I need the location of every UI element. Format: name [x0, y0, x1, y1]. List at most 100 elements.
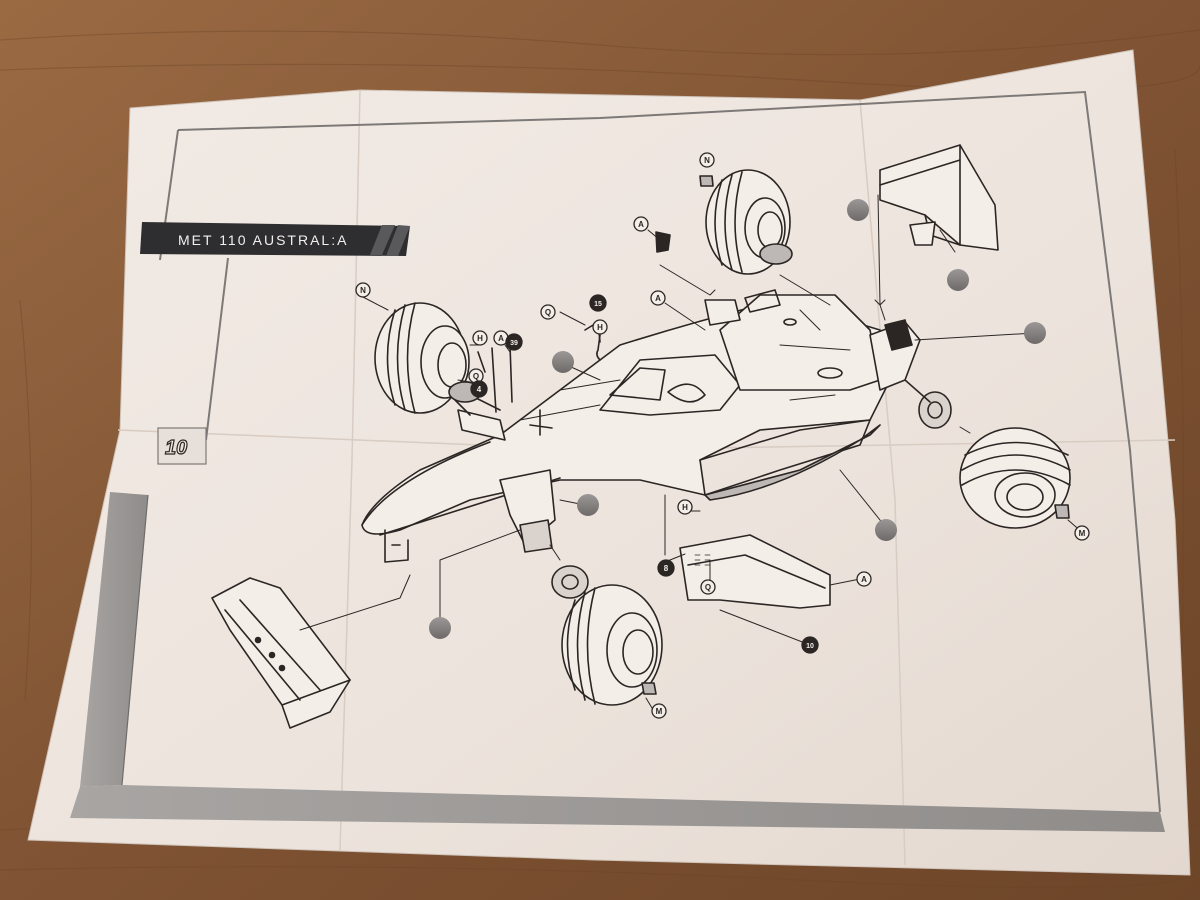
callout-Q: Q	[700, 579, 716, 595]
roll-hoop	[744, 289, 781, 313]
paint-dot	[875, 519, 897, 541]
callout-circle	[657, 559, 675, 577]
rear-wing	[879, 144, 999, 251]
callout-circle	[651, 703, 667, 719]
callout-label: 39	[510, 340, 518, 347]
callout-label: Q	[545, 308, 551, 317]
callout-circle	[505, 333, 523, 351]
callout-label: A	[498, 334, 504, 343]
side-deflector	[679, 534, 831, 609]
callout-circle	[472, 330, 488, 346]
title-banner	[140, 222, 410, 256]
rear-right-wheel	[959, 427, 1071, 529]
title-banner-text: MET 110 AUSTRAL:A	[178, 232, 348, 248]
callout-circle	[355, 282, 371, 298]
frame-band-left	[80, 492, 148, 787]
callout-circle	[801, 636, 819, 654]
callout-layer: N N A A A A H H H Q Q Q M M 15 39 4 8 10	[355, 152, 1090, 719]
callout-circle	[856, 571, 872, 587]
body-panel-lines	[519, 309, 851, 421]
callout-A: A	[650, 290, 666, 306]
callout-label: H	[597, 323, 603, 332]
callout-circle	[470, 380, 488, 398]
callout-label: H	[477, 334, 483, 343]
rear-right-hub	[927, 401, 943, 419]
front-upright	[519, 519, 553, 553]
callout-circle	[699, 152, 715, 168]
paint-dot	[847, 199, 869, 221]
callout-Q: Q	[468, 368, 484, 384]
callout-N: N	[355, 282, 371, 298]
rear-right-nut	[1054, 504, 1070, 519]
body-fastener	[783, 318, 797, 326]
steering-rod	[529, 409, 553, 436]
callout-label: Q	[473, 372, 479, 381]
mount-bracket-rear	[596, 334, 601, 361]
callout-label: 15	[594, 301, 602, 308]
callout-H: H	[677, 499, 693, 515]
paint-dot	[429, 617, 451, 639]
callout-M: M	[1074, 525, 1090, 541]
cockpit-seat	[609, 367, 666, 401]
floor-plate	[704, 424, 881, 501]
frame-band-bottom	[70, 785, 1165, 832]
callout-10: 10	[801, 636, 819, 654]
callout-label: M	[1079, 529, 1086, 538]
paint-dot	[1024, 322, 1046, 344]
title-banner-stripes	[370, 225, 410, 256]
paint-dot	[577, 494, 599, 516]
front-right-hub	[561, 574, 579, 590]
front-right-nut	[641, 682, 657, 695]
rear-left-nut	[699, 175, 714, 187]
callout-label: A	[861, 575, 867, 584]
callout-15: 15	[589, 294, 607, 312]
engine-airbox	[704, 299, 741, 326]
callout-M: M	[651, 703, 667, 719]
pushrod	[491, 344, 513, 413]
sheet-frame-line	[177, 90, 1161, 813]
callout-H: H	[592, 319, 608, 335]
callout-label: 4	[477, 385, 482, 394]
sidepod	[699, 419, 871, 496]
callout-circle	[1074, 525, 1090, 541]
car-diagram	[211, 144, 1084, 729]
rear-light	[884, 319, 913, 351]
front-right-wheel	[561, 584, 663, 706]
step-number-box	[157, 427, 207, 465]
callout-label: 10	[806, 643, 814, 650]
front-left-wheel	[374, 302, 470, 414]
paint-dot	[552, 351, 574, 373]
callout-N: N	[699, 152, 715, 168]
callout-label: A	[638, 220, 644, 229]
callout-label: A	[655, 294, 661, 303]
frame-band-inner-line	[121, 494, 149, 786]
callout-circle	[677, 499, 693, 515]
callout-circle	[589, 294, 607, 312]
rear-left-hub	[759, 243, 793, 265]
rear-right-brake-disc	[918, 391, 952, 429]
callout-circle	[650, 290, 666, 306]
callout-label: H	[682, 503, 688, 512]
callout-A: A	[633, 216, 649, 232]
body-vent	[817, 367, 843, 379]
callout-label: Q	[705, 583, 711, 592]
callout-Q: Q	[540, 304, 556, 320]
callout-circle	[592, 319, 608, 335]
step-number: 10	[165, 437, 187, 459]
front-wing-mount	[384, 529, 409, 563]
callout-8: 8	[657, 559, 675, 577]
callout-circle	[540, 304, 556, 320]
callout-label: N	[360, 286, 366, 295]
callout-39: 39	[505, 333, 523, 351]
rear-right-axle	[904, 379, 931, 403]
callout-label: M	[656, 707, 663, 716]
leader-lines	[299, 175, 1084, 709]
front-right-brake-disc	[551, 565, 589, 599]
front-wing	[211, 577, 351, 729]
callout-label: 8	[664, 564, 669, 573]
steering-wheel	[667, 383, 706, 403]
paint-dot	[947, 269, 969, 291]
mirror-part	[655, 231, 671, 253]
callout-label: N	[704, 156, 710, 165]
